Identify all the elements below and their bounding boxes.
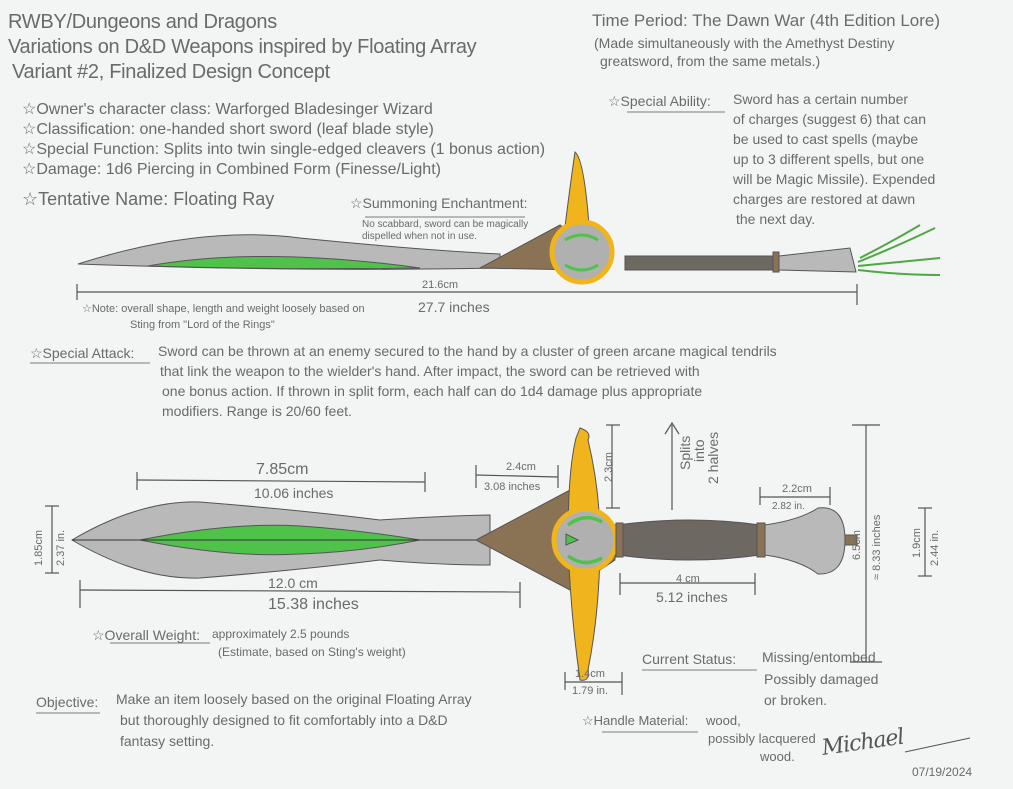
signature-flourish — [904, 737, 971, 753]
summoning-text-1: No scabbard, sword can be magically — [362, 219, 529, 230]
info-damage: ☆Damage: 1d6 Piercing in Combined Form (… — [22, 161, 441, 178]
summoning-label: ☆Summoning Enchantment: — [350, 195, 528, 211]
pommel-height-in: 2.44 in. — [929, 529, 941, 566]
splits-label: into — [691, 439, 707, 462]
guard-tip-in: 1.79 in. — [572, 685, 609, 697]
bottom-pommel — [764, 507, 846, 575]
special-ability-label: ☆Special Ability: — [608, 93, 711, 109]
top-length-inches: 27.7 inches — [418, 299, 490, 315]
blade-inner-cm: 7.85cm — [256, 461, 309, 478]
guard-width-in: 3.08 inches — [484, 481, 541, 493]
objective-label: Objective: — [36, 694, 99, 710]
handle-cm: 4 cm — [676, 573, 700, 585]
status-line: Possibly damaged — [764, 671, 879, 687]
special-ability-line: be used to cast spells (maybe — [733, 131, 919, 147]
handle-material-line: wood, — [706, 713, 741, 728]
handle-material-label: ☆Handle Material: — [582, 713, 689, 728]
info-class: ☆Owner's character class: Warforged Blad… — [22, 101, 433, 118]
guard-width-cm: 2.4cm — [506, 461, 536, 473]
blade-inner-in: 10.06 inches — [254, 485, 334, 501]
objective-line: but thoroughly designed to fit comfortab… — [120, 712, 448, 728]
special-ability-line: charges are restored at dawn — [733, 191, 916, 207]
bottom-handle — [617, 519, 761, 561]
note-line-1: ☆Note: overall shape, length and weight … — [82, 303, 365, 315]
time-period-note-2: greatsword, from the same metals.) — [600, 53, 821, 69]
blade-width-cm: 1.85cm — [33, 529, 45, 566]
handle-material-line: wood. — [760, 749, 795, 764]
info-special-function: ☆Special Function: Splits into twin sing… — [22, 141, 546, 158]
blade-width-in: 2.37 in. — [55, 529, 67, 566]
time-period: Time Period: The Dawn War (4th Edition L… — [592, 11, 941, 30]
special-attack-label: ☆Special Attack: — [30, 345, 135, 361]
handle-in: 5.12 inches — [656, 589, 728, 605]
status-label: Current Status: — [642, 651, 737, 667]
special-ability-line: will be Magic Missile). Expended — [733, 171, 936, 187]
splits-label: Splits — [677, 435, 693, 470]
pommel-in: 2.82 in. — [772, 501, 805, 512]
guard-height-cm: 2.3cm — [603, 452, 615, 482]
bottom-dimension-lines — [36, 111, 932, 733]
bottom-sword — [71, 427, 858, 681]
objective-line: fantasy setting. — [120, 733, 215, 749]
top-length-cm: 21.6cm — [422, 279, 459, 291]
special-ability-line: the next day. — [736, 211, 816, 227]
special-ability-line: of charges (suggest 6) that can — [733, 111, 926, 127]
time-period-note-1: (Made simultaneously with the Amethyst D… — [594, 35, 895, 51]
splits-label: 2 halves — [705, 431, 721, 484]
top-guard-ring — [549, 219, 615, 285]
top-sword — [77, 151, 941, 285]
weight-label: ☆Overall Weight: — [92, 627, 200, 643]
total-height-cm: 6.5cm — [851, 530, 863, 560]
status-line: or broken. — [764, 692, 828, 708]
info-classification: ☆Classification: one-handed short sword … — [22, 121, 434, 138]
top-dimension-line — [30, 216, 858, 364]
top-tendrils — [857, 224, 941, 276]
guard-tip-cm: 1.4cm — [575, 668, 605, 680]
special-ability-line: up to 3 different spells, but one — [733, 151, 925, 167]
status-line: Missing/entombed — [762, 649, 876, 665]
weight-text: approximately 2.5 pounds — [212, 627, 350, 641]
top-blade-green — [147, 255, 421, 270]
pommel-cm: 2.2cm — [782, 483, 812, 495]
top-handle — [624, 255, 776, 271]
total-height-in: ≈ 8.33 inches — [871, 514, 883, 580]
title-line-3: Variant #2, Finalized Design Concept — [12, 61, 330, 83]
special-attack-line: one bonus action. If thrown in split for… — [162, 383, 703, 399]
summoning-text-2: dispelled when not in use. — [362, 231, 478, 242]
title-line-2: Variations on D&D Weapons inspired by Fl… — [8, 36, 477, 58]
signature-date: 07/19/2024 — [912, 765, 973, 779]
pommel-height-cm: 1.9cm — [911, 528, 923, 558]
top-pommel — [778, 247, 857, 273]
blade-total-in: 15.38 inches — [268, 596, 359, 613]
note-line-2: Sting from "Lord of the Rings" — [130, 319, 275, 331]
info-name: ☆Tentative Name: Floating Ray — [22, 189, 275, 209]
weight-note: (Estimate, based on Sting's weight) — [218, 645, 406, 659]
splits-arrow-icon — [664, 421, 680, 510]
objective-line: Make an item loosely based on the origin… — [116, 691, 472, 707]
special-attack-line: Sword can be thrown at an enemy secured … — [158, 343, 777, 359]
blade-total-cm: 12.0 cm — [268, 575, 318, 591]
special-attack-line: that link the weapon to the wielder's ha… — [160, 363, 700, 379]
title-line-1: RWBY/Dungeons and Dragons — [8, 11, 277, 33]
handle-material-line: possibly lacquered — [708, 731, 816, 746]
special-ability-line: Sword has a certain number — [733, 91, 909, 107]
special-attack-line: modifiers. Range is 20/60 feet. — [162, 403, 352, 419]
